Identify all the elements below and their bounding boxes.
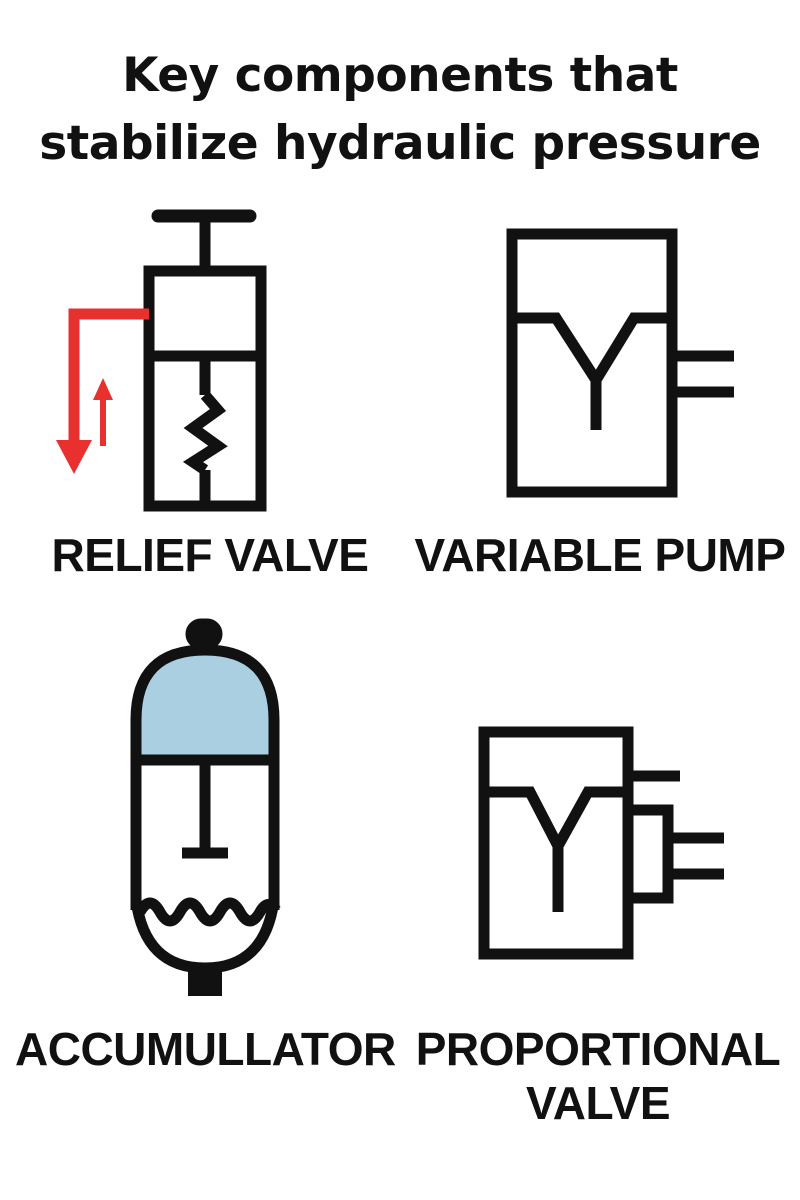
- proportional-valve-label-line-1: PROPORTIONAL: [415, 1023, 781, 1075]
- accumulator-label: ACCUMULLATOR: [15, 1023, 396, 1075]
- proportional-valve-label: PROPORTIONAL VALVE: [398, 1022, 798, 1130]
- accumulator-icon: [130, 618, 281, 996]
- variable-pump-label: VARIABLE PUMP: [414, 529, 786, 581]
- relief-valve-label: RELIEF VALVE: [51, 529, 369, 581]
- proportional-valve-icon: [478, 726, 724, 960]
- title-line-2: stabilize hydraulic pressure: [39, 116, 761, 171]
- proportional-valve-label-line-2: VALVE: [525, 1077, 671, 1129]
- relief-valve-icon: [56, 209, 267, 512]
- flow-arrow-icon: [56, 308, 149, 474]
- gas-chamber: [136, 650, 274, 760]
- title-line-1: Key components that: [122, 48, 678, 103]
- page-title: Key components that stabilize hydraulic …: [0, 42, 800, 178]
- variable-pump-icon: [506, 228, 734, 498]
